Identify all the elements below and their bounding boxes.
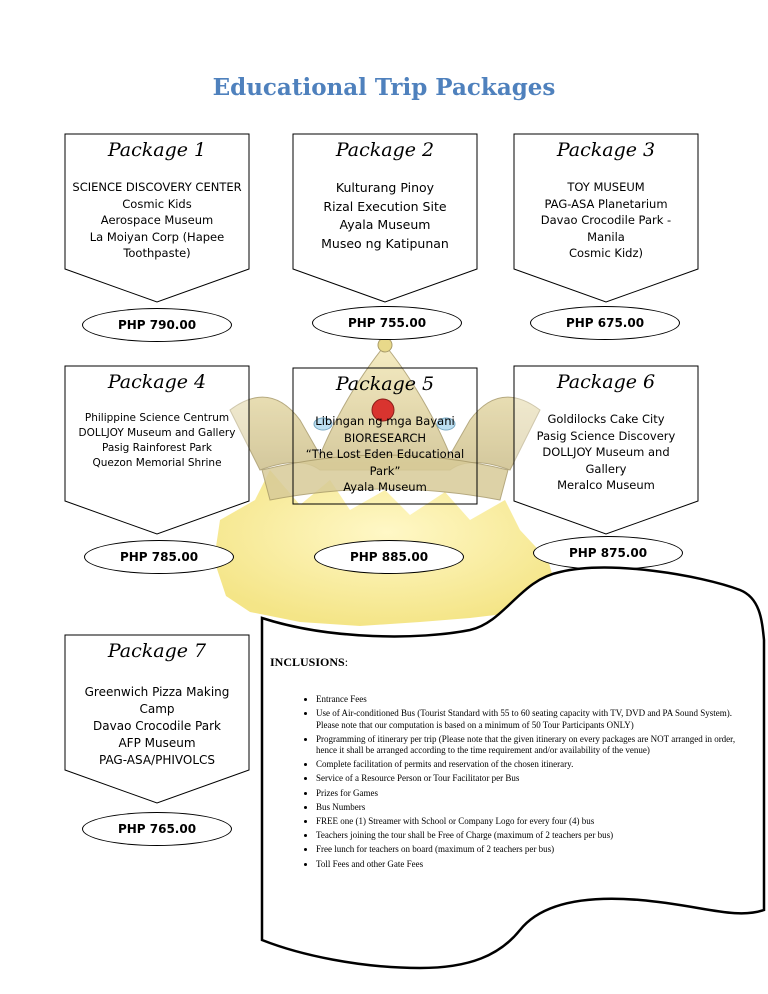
crown-band: [261, 454, 509, 501]
package-title: Package 4: [107, 371, 207, 393]
destination-line: Manila: [587, 229, 625, 244]
package-price-5: PHP 885.00: [314, 540, 464, 574]
package-rect-shape: [292, 367, 478, 505]
destination-line: PAG-ASA/PHIVOLCS: [98, 753, 216, 767]
package-title: Package 6: [556, 371, 656, 393]
inclusion-item: Complete facilitation of permits and res…: [316, 759, 756, 770]
package-destinations: Philippine Science Centrum DOLLJOY Museu…: [70, 411, 244, 471]
destination-line: Davao Crocodile Park: [93, 719, 221, 733]
package-price-3: PHP 675.00: [530, 306, 680, 340]
inclusion-item: Service of a Resource Person or Tour Fac…: [316, 773, 756, 784]
destination-line: Gallery: [585, 461, 627, 476]
destination-line: PAG-ASA Planetarium: [544, 196, 668, 211]
package-destinations: Libingan ng mga Bayani BIORESEARCH “The …: [298, 413, 472, 496]
destination-line: Goldilocks Cake City: [547, 412, 665, 426]
inclusion-item: FREE one (1) Streamer with School or Com…: [316, 816, 756, 827]
destination-line: Pasig Science Discovery: [536, 428, 676, 443]
destination-line: BIORESEARCH: [343, 430, 427, 445]
crown-left-jewel: [313, 417, 333, 431]
package-price-4: PHP 785.00: [84, 540, 234, 574]
inclusions-list: Entrance Fees Use of Air-conditioned Bus…: [270, 694, 756, 870]
package-title: Package 1: [107, 139, 207, 161]
destination-line: Rizal Execution Site: [323, 198, 447, 214]
package-title: Package 3: [556, 139, 656, 161]
destination-line: DOLLJOY Museum and: [542, 445, 670, 459]
inclusion-item: Toll Fees and other Gate Fees: [316, 859, 756, 870]
destination-line: Toothpaste): [123, 246, 191, 260]
destination-line: Quezon Memorial Shrine: [92, 457, 222, 469]
inclusions-section: INCLUSIONS: Entrance Fees Use of Air-con…: [270, 655, 756, 873]
destination-line: Camp: [139, 702, 175, 716]
inclusion-item: Entrance Fees: [316, 694, 756, 705]
package-arrow-shape: [292, 133, 478, 303]
destination-line: Greenwich Pizza Making: [84, 685, 230, 699]
inclusion-item: Use of Air-conditioned Bus (Tourist Stan…: [316, 708, 756, 730]
package-destinations: Kulturang Pinoy Rizal Execution Site Aya…: [298, 179, 472, 253]
package-title: Package 7: [107, 640, 207, 662]
package-card-3: Package 3 TOY MUSEUM PAG-ASA Planetarium…: [513, 133, 699, 303]
inclusion-item: Free lunch for teachers on board (maximu…: [316, 844, 756, 855]
inclusion-item: Bus Numbers: [316, 802, 756, 813]
package-card-4: Package 4 Philippine Science Centrum DOL…: [64, 365, 250, 535]
destination-line: Kulturang Pinoy: [335, 180, 435, 195]
package-arrow-shape: [513, 365, 699, 535]
destination-line: La Moiyan Corp (Hapee: [89, 229, 225, 244]
package-card-5: Package 5 Libingan ng mga Bayani BIORESE…: [292, 367, 478, 537]
inclusion-item: Teachers joining the tour shall be Free …: [316, 830, 756, 841]
destination-line: Cosmic Kidz): [569, 246, 643, 260]
inclusions-heading-colon: :: [344, 655, 349, 669]
destination-line: AFP Museum: [118, 736, 196, 750]
package-destinations: Greenwich Pizza Making Camp Davao Crocod…: [70, 684, 244, 769]
crown-center-jewel: [371, 398, 395, 422]
inclusions-heading: INCLUSIONS:: [270, 655, 756, 669]
page-title: Educational Trip Packages: [212, 74, 556, 101]
destination-line: Libingan ng mga Bayani: [315, 414, 455, 428]
destination-line: Ayala Museum: [343, 480, 427, 494]
inclusion-item: Programming of itinerary per trip (Pleas…: [316, 734, 756, 756]
destination-line: Park”: [369, 463, 401, 478]
package-price-1: PHP 790.00: [82, 308, 232, 342]
package-price-2: PHP 755.00: [312, 306, 462, 340]
destination-line: SCIENCE DISCOVERY CENTER: [72, 180, 242, 194]
package-title: Package 5: [335, 373, 435, 395]
package-destinations: TOY MUSEUM PAG-ASA Planetarium Davao Cro…: [519, 179, 693, 262]
package-arrow-shape: [64, 133, 250, 303]
inclusions-heading-label: INCLUSIONS: [270, 655, 345, 669]
package-title: Package 2: [335, 139, 435, 161]
destination-line: TOY MUSEUM: [567, 180, 645, 194]
destination-line: Davao Crocodile Park -: [540, 213, 672, 227]
destination-line: Ayala Museum: [339, 217, 431, 232]
package-arrow-shape: [64, 634, 250, 804]
package-price-7: PHP 765.00: [82, 812, 232, 846]
destination-line: Cosmic Kids: [122, 196, 192, 211]
inclusion-item: Prizes for Games: [316, 788, 756, 799]
destination-line: Aerospace Museum: [100, 213, 214, 227]
package-arrow-shape: [513, 133, 699, 303]
destination-line: Philippine Science Centrum: [84, 412, 230, 424]
destination-line: DOLLJOY Museum and Gallery: [78, 427, 236, 439]
destination-line: Meralco Museum: [557, 478, 655, 492]
package-card-7: Package 7 Greenwich Pizza Making Camp Da…: [64, 634, 250, 804]
crown-right-jewel: [436, 417, 456, 431]
package-card-1: Package 1 SCIENCE DISCOVERY CENTER Cosmi…: [64, 133, 250, 303]
package-card-2: Package 2 Kulturang Pinoy Rizal Executio…: [292, 133, 478, 303]
package-destinations: Goldilocks Cake City Pasig Science Disco…: [519, 411, 693, 494]
package-destinations: SCIENCE DISCOVERY CENTER Cosmic Kids Aer…: [70, 179, 244, 262]
destination-line: “The Lost Eden Educational: [305, 447, 465, 461]
package-arrow-shape: [64, 365, 250, 535]
package-price-6: PHP 875.00: [533, 536, 683, 570]
package-card-6: Package 6 Goldilocks Cake City Pasig Sci…: [513, 365, 699, 535]
destination-line: Museo ng Katipunan: [321, 235, 449, 251]
destination-line: Pasig Rainforest Park: [101, 442, 213, 454]
